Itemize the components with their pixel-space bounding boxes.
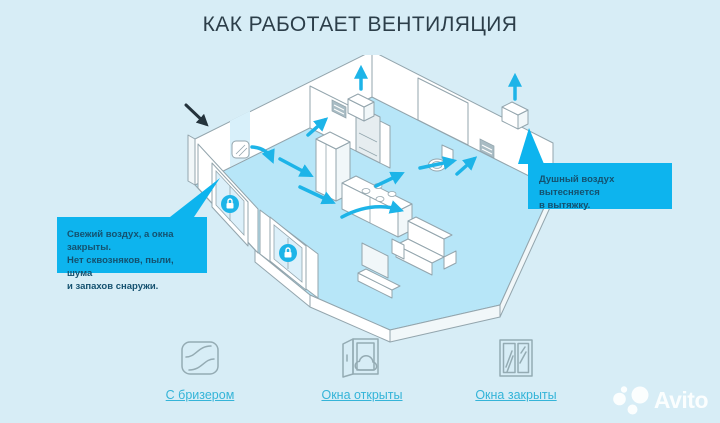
avito-logo: Avito <box>610 385 709 415</box>
exhaust-duct-bathroom <box>501 101 529 130</box>
kitchen-grille-arrow <box>306 117 329 137</box>
airflow-arrows <box>278 157 405 219</box>
interior-wall-bathroom <box>417 77 469 146</box>
breather-device-icon <box>231 140 250 159</box>
kitchen-cabinets <box>315 131 413 238</box>
lock-icon <box>221 195 239 213</box>
window-locked-2 <box>259 209 319 299</box>
callout-tail-left <box>170 178 220 217</box>
window-closed-icon <box>499 339 533 377</box>
window-open-icon <box>342 338 379 378</box>
callout-stale-air: Душный воздух вытесняется в вытяжку. <box>528 163 672 211</box>
window-locked-1 <box>197 143 259 254</box>
callout-tail-right <box>518 128 544 164</box>
legend-label-windows-closed[interactable]: Окна закрыты <box>475 388 557 402</box>
exhaust-duct-kitchen <box>347 93 375 122</box>
lock-icon <box>279 244 297 262</box>
bathroom-floor-arrow <box>418 156 458 170</box>
tv <box>357 242 401 299</box>
sofa <box>391 216 457 276</box>
legend-item-windows-closed[interactable]: Окна закрыты <box>451 335 581 402</box>
vent-grille-bathroom <box>479 138 495 159</box>
breather-airflow-arrow <box>250 145 275 164</box>
avito-logo-text: Avito <box>653 386 709 413</box>
legend-label-windows-open[interactable]: Окна открыты <box>321 388 403 402</box>
breather-icon <box>181 341 219 375</box>
avito-dots-icon <box>613 386 649 415</box>
legend-label-breather[interactable]: С бризером <box>165 388 235 402</box>
ventilation-floorplan-illustration <box>184 55 554 343</box>
page-title: КАК РАБОТАЕТ ВЕНТИЛЯЦИЯ <box>202 13 518 36</box>
bathroom-grille-arrow <box>455 156 478 176</box>
legend-item-windows-open[interactable]: Окна открыты <box>297 335 427 402</box>
callout-fresh-air: Свежий воздух, а окна закрыты. Нет сквоз… <box>57 217 207 292</box>
fresh-air-arrow <box>184 103 209 127</box>
legend-item-breather[interactable]: С бризером <box>135 335 265 402</box>
